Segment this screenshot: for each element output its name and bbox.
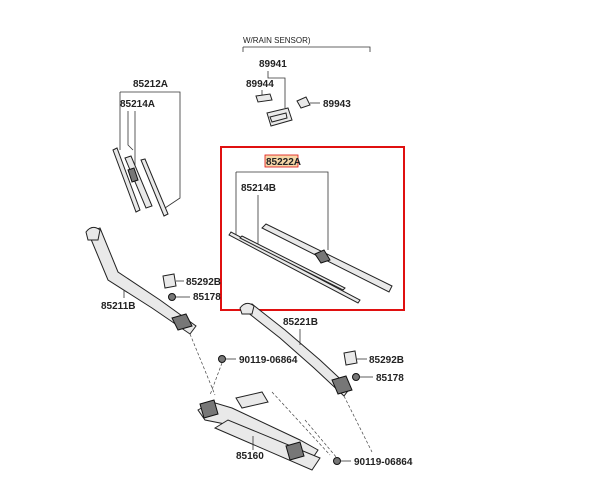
label-85292B-left[interactable]: 85292B: [186, 277, 221, 288]
left-blade-rubber: [112, 147, 141, 213]
part-85178-right: [352, 373, 360, 381]
label-85178-left[interactable]: 85178: [193, 292, 221, 303]
leader-85222A: [236, 171, 329, 250]
right-blade-joint: [314, 249, 331, 264]
label-85222A[interactable]: 85222A: [266, 157, 301, 168]
label-89944[interactable]: 89944: [246, 79, 274, 90]
part-89943-cover: [296, 96, 311, 109]
label-85160[interactable]: 85160: [236, 451, 264, 462]
left-wiper-arm: [87, 227, 197, 335]
leader-89941: [267, 71, 286, 108]
part-89941-sensor-face: [269, 112, 288, 123]
label-85212A[interactable]: 85212A: [133, 79, 168, 90]
left-blade-insert: [140, 158, 169, 217]
right-arm-tip: [239, 302, 255, 315]
right-blade-rubber: [228, 231, 361, 304]
label-89943[interactable]: 89943: [323, 99, 351, 110]
label-89941[interactable]: 89941: [259, 59, 287, 70]
link-pivot-right: [285, 441, 305, 461]
highlight-label-box: [264, 154, 299, 168]
leader-85212A: [120, 91, 181, 211]
label-85221B[interactable]: 85221B: [283, 317, 318, 328]
section-title: W/RAIN SENSOR): [243, 36, 311, 45]
dash-bolt-top: [209, 362, 223, 396]
label-85214B[interactable]: 85214B: [241, 183, 276, 194]
part-85178-left: [168, 293, 176, 301]
right-blade-insert: [239, 235, 346, 291]
left-arm-base: [171, 313, 193, 331]
bolt-90119-bottom: [333, 457, 341, 465]
label-90119-top[interactable]: 90119-06864: [239, 355, 298, 366]
link-pivot-left: [199, 399, 219, 419]
leader-85214A: [127, 111, 134, 151]
dash-link-1: [271, 391, 331, 456]
label-85178-right[interactable]: 85178: [376, 373, 404, 384]
right-arm-base: [331, 375, 353, 395]
part-89944-clip: [255, 93, 273, 103]
section-bracket: [243, 46, 371, 52]
left-arm-tip: [85, 226, 101, 241]
label-90119-bottom[interactable]: 90119-06864: [354, 457, 413, 468]
part-85292B-left: [162, 273, 177, 289]
dash-bolt-bottom: [304, 419, 338, 459]
dash-right-arm: [343, 395, 373, 453]
left-blade-joint: [127, 167, 139, 183]
bolt-90119-top: [218, 355, 226, 363]
dash-left-arm: [189, 333, 216, 396]
label-85214A[interactable]: 85214A: [120, 99, 155, 110]
highlight-box: [220, 146, 405, 311]
link-bracket: [235, 391, 269, 409]
label-85292B-right[interactable]: 85292B: [369, 355, 404, 366]
label-85211B[interactable]: 85211B: [101, 301, 135, 312]
part-85292B-right: [343, 350, 358, 366]
